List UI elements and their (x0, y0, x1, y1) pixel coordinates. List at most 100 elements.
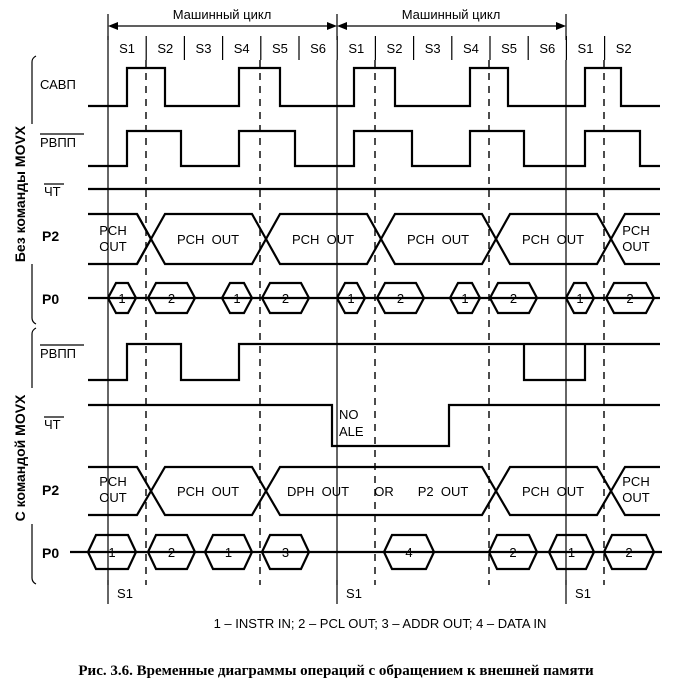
p0-top-slot-label: 1 (118, 291, 125, 306)
p0-bottom-slot-label: 1 (108, 545, 115, 560)
p0-bottom-slot-label: 2 (625, 545, 632, 560)
signal-p0-label-bottom: P0 (42, 545, 59, 561)
p0-bottom-slot-label: 4 (405, 545, 412, 560)
signal-p2-label-top: P2 (42, 228, 59, 244)
signal-rd-label-top: ЧТ (44, 184, 61, 199)
p2-bottom-seg4-l1: PCH (622, 474, 649, 489)
legend: 1 – INSTR IN; 2 – PCL OUT; 3 – ADDR OUT;… (214, 616, 547, 631)
state-label: S4 (234, 41, 250, 56)
p2-bus-bottom: PCH OUT PCH OUT DPH OUT OR P2 OUT PCH OU… (88, 465, 660, 517)
p2-bottom-or: OR (374, 484, 394, 499)
state-guides (107, 60, 605, 585)
bottom-s1-1: S1 (117, 586, 133, 601)
side-label-with-movx: С командой MOVX (12, 394, 28, 521)
state-label: S1 (578, 41, 594, 56)
p0-bottom-slot-label: 3 (282, 545, 289, 560)
machine-cycle-label-1: Машинный цикл (173, 7, 272, 22)
p2-top-seg3: PCH OUT (407, 232, 469, 247)
bottom-s1-2: S1 (346, 586, 362, 601)
p0-top-slot (106, 281, 138, 315)
arrow-head-right-2 (556, 22, 566, 30)
p0-bottom-slot (602, 533, 656, 571)
ale-waveform (88, 66, 660, 108)
p0-top-slot (146, 281, 197, 315)
p2-bus-top: PCH OUT PCH OUT PCH OUT PCH OUT PCH OUT … (88, 212, 660, 266)
p0-bottom-slot-label: 1 (225, 545, 232, 560)
p2-bottom-seg0-l2: OUT (99, 490, 127, 505)
p0-bottom-slot-label: 1 (568, 545, 575, 560)
p0-top-slot-label: 1 (461, 291, 468, 306)
p0-top-slot-label: 1 (576, 291, 583, 306)
rd-waveform-bottom (88, 403, 660, 448)
p0-top-slot-label: 1 (233, 291, 240, 306)
state-label: S2 (616, 41, 632, 56)
signal-rd-label-bottom: ЧТ (44, 417, 61, 432)
bottom-state-markers: S1 S1 S1 (107, 580, 591, 604)
p0-top-slot (335, 281, 367, 315)
bottom-s1-3: S1 (575, 586, 591, 601)
p0-top-slot (564, 281, 596, 315)
p0-top-slot-label: 2 (397, 291, 404, 306)
signal-p0-label-top: P0 (42, 291, 59, 307)
no-ale-line2: ALE (339, 424, 364, 439)
p0-bus-bottom: 1 2 1 3 4 2 1 2 (70, 533, 662, 571)
state-label: S6 (310, 41, 326, 56)
state-label: S3 (425, 41, 441, 56)
state-label: S4 (463, 41, 479, 56)
p0-bottom-slot (260, 533, 311, 571)
state-label: S3 (196, 41, 212, 56)
p2-top-seg5-l1: PCH (622, 223, 649, 238)
state-label: S2 (387, 41, 403, 56)
no-ale-line1: NO (339, 407, 359, 422)
p0-bottom-slot-label: 2 (168, 545, 175, 560)
arrow-head-right-1 (327, 22, 337, 30)
signal-names: САВП РВПП ЧТ P2 P0 РВПП ЧТ P2 P0 (40, 77, 84, 561)
p2-top-seg4: PCH OUT (522, 232, 584, 247)
p0-bottom-slot (146, 533, 197, 571)
p2-bottom-p2-out: P2 OUT (418, 484, 469, 499)
signal-psen-label-top: РВПП (40, 135, 76, 150)
p2-top-seg1: PCH OUT (177, 232, 239, 247)
signal-p2-label-bottom: P2 (42, 482, 59, 498)
arrow-head-left-1 (108, 22, 118, 30)
p2-bottom-seg1: PCH OUT (177, 484, 239, 499)
p0-top-slot (604, 281, 656, 315)
state-label: S5 (501, 41, 517, 56)
figure-caption: Рис. 3.6. Временные диаграммы операций с… (78, 663, 594, 679)
signal-ale-label: САВП (40, 77, 76, 92)
p2-top-seg0-l1: PCH (99, 223, 126, 238)
p0-top-slot (488, 281, 539, 315)
side-labels: Без команды MOVX С командой MOVX (12, 55, 37, 585)
p2-bottom-seg4-l2: OUT (622, 490, 650, 505)
p0-bottom-slot (487, 533, 539, 571)
side-label-without-movx: Без команды MOVX (12, 125, 28, 262)
state-label: S1 (119, 41, 135, 56)
psen-waveform-bottom (88, 342, 660, 382)
machine-cycle-header: Машинный цикл Машинный цикл (107, 7, 567, 40)
p0-bottom-slot-label: 2 (509, 545, 516, 560)
p2-top-seg2: PCH OUT (292, 232, 354, 247)
p0-top-slot (260, 281, 311, 315)
p0-top-slot (375, 281, 426, 315)
p0-top-slot-label: 2 (168, 291, 175, 306)
p0-bottom-slot (382, 533, 436, 571)
p2-top-seg0-l2: OUT (99, 239, 127, 254)
p0-top-slot-label: 2 (626, 291, 633, 306)
signal-psen-label-bottom: РВПП (40, 346, 76, 361)
p0-top-slot-label: 1 (347, 291, 354, 306)
p2-bottom-seg0-l1: PCH (99, 474, 126, 489)
p2-bottom-seg3: PCH OUT (522, 484, 584, 499)
p0-bottom-slot (203, 533, 254, 571)
state-label: S1 (348, 41, 364, 56)
state-label: S5 (272, 41, 288, 56)
arrow-head-left-2 (337, 22, 347, 30)
p0-top-slot (448, 281, 482, 315)
p0-top-slot (220, 281, 254, 315)
machine-cycle-label-2: Машинный цикл (402, 7, 501, 22)
state-label: S6 (539, 41, 555, 56)
p2-top-seg5-l2: OUT (622, 239, 650, 254)
p0-bottom-slot (86, 533, 138, 571)
